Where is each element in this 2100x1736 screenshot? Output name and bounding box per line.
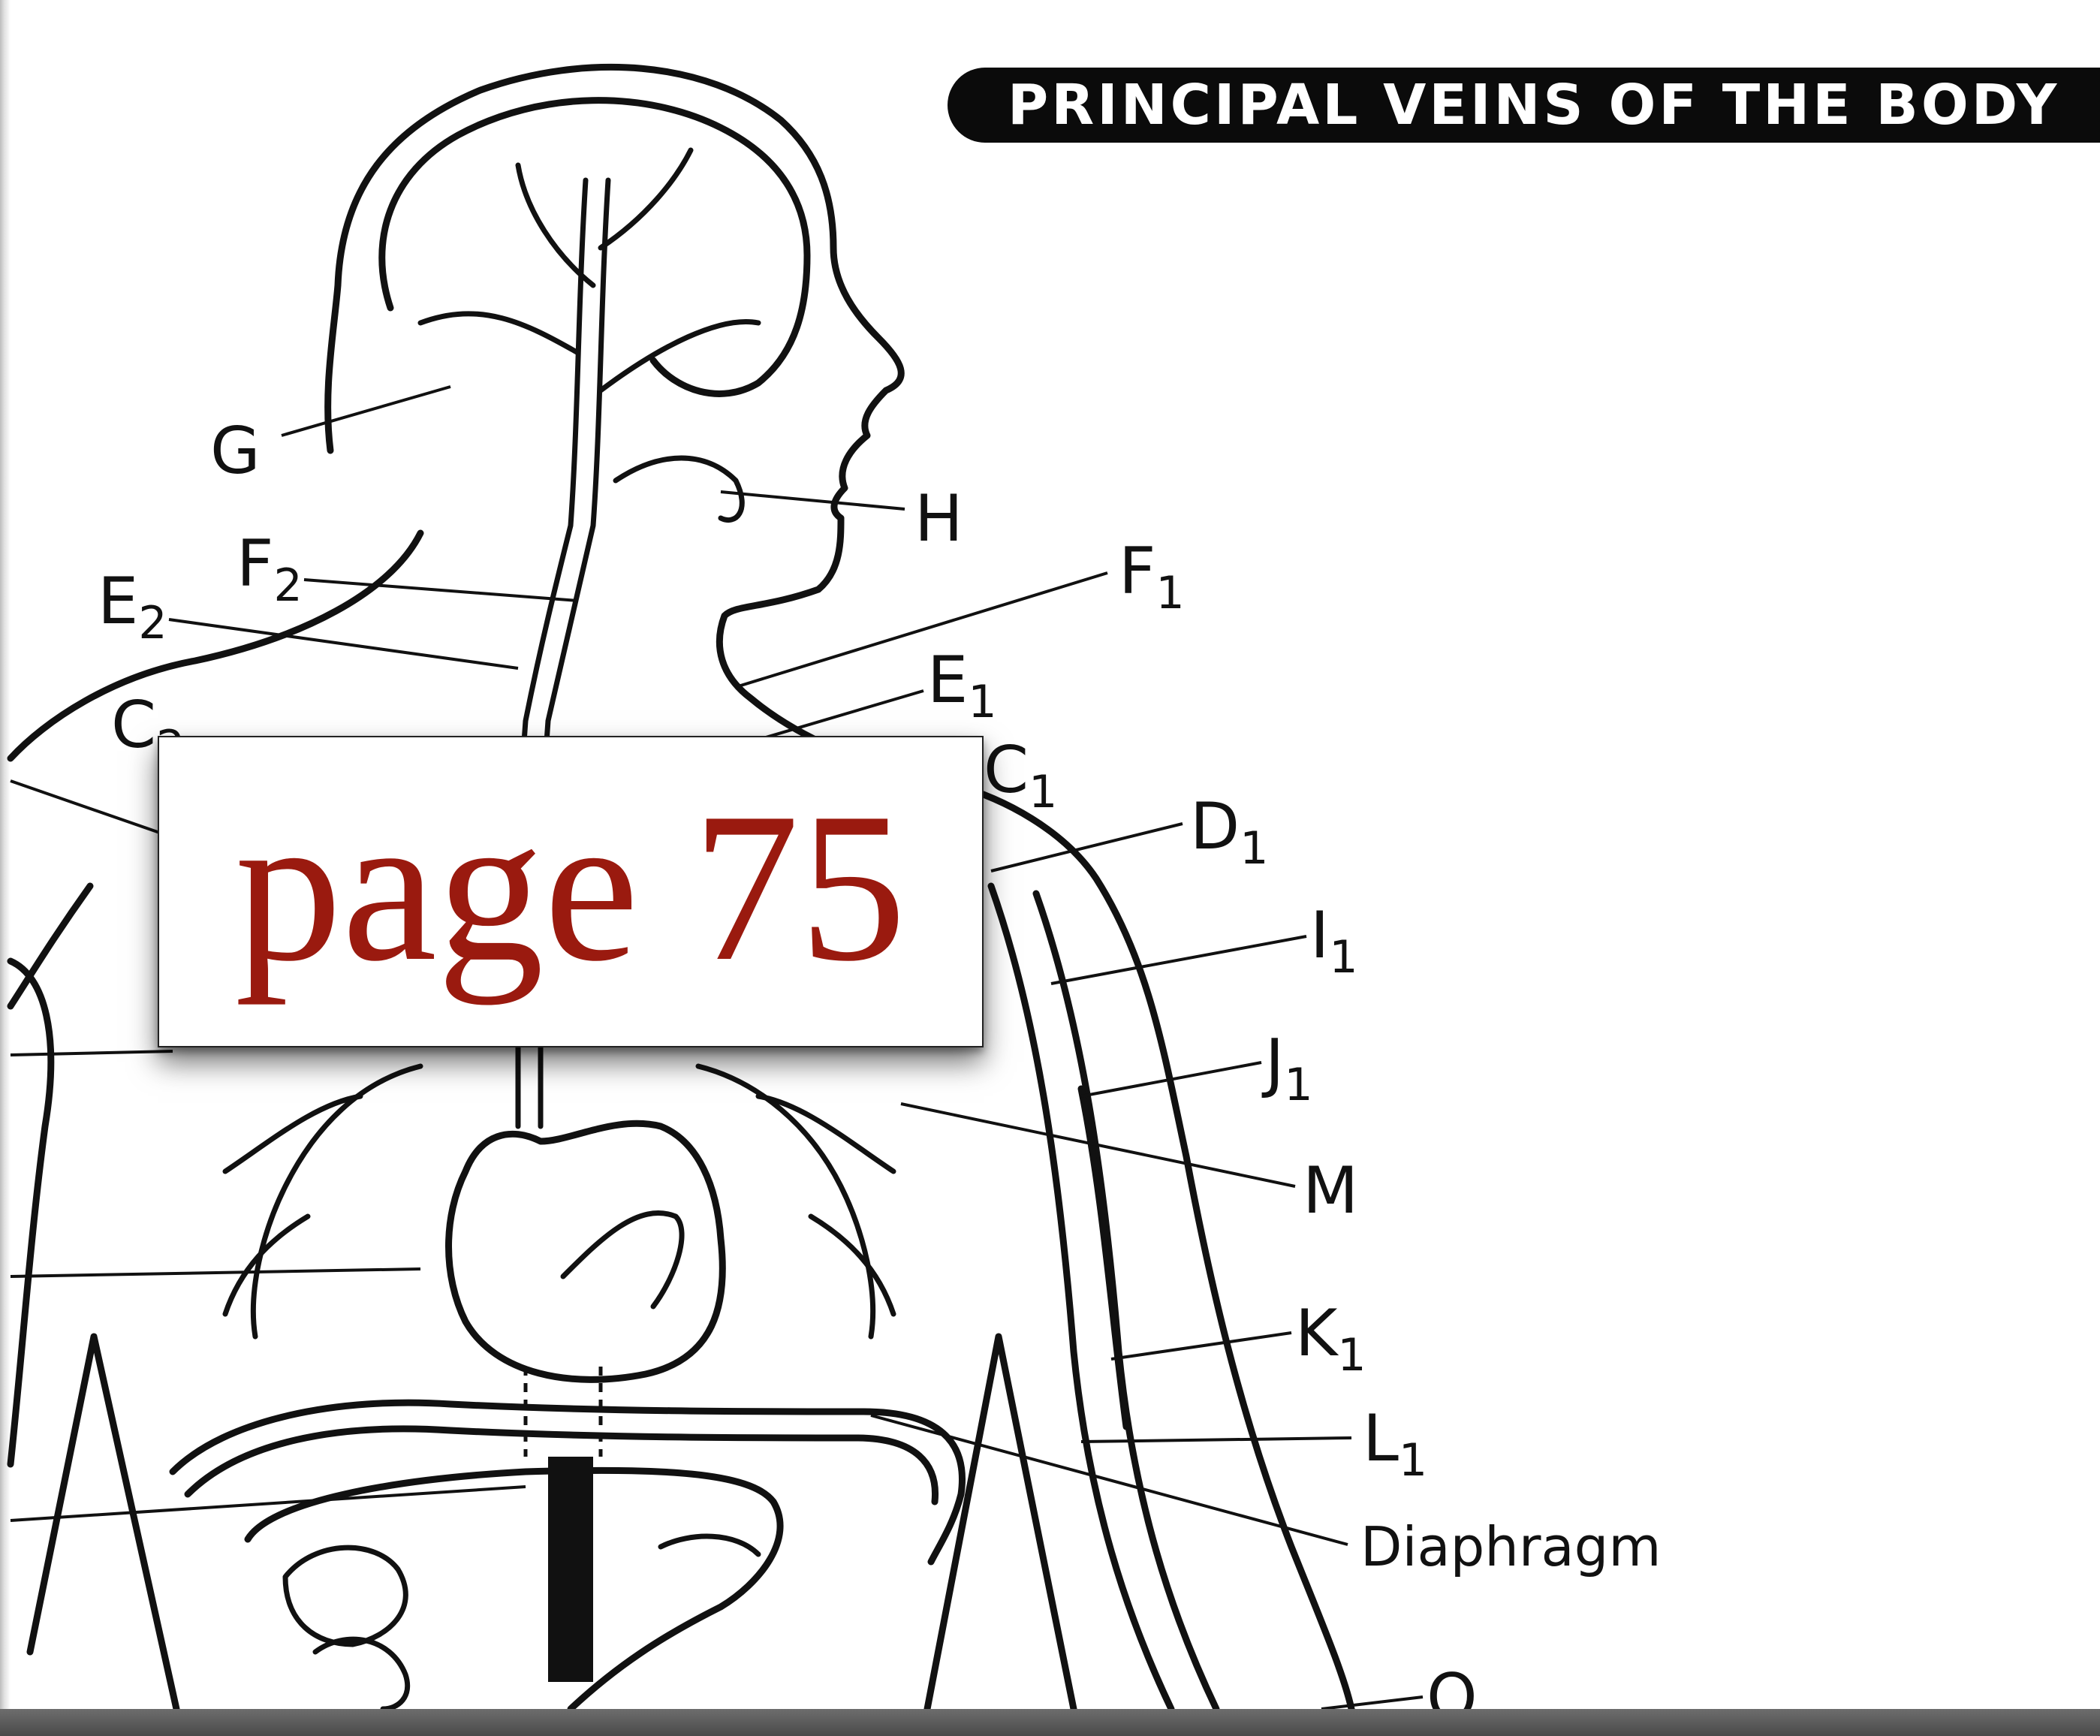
label-i1: I1 <box>1310 898 1358 984</box>
left-triangle <box>30 1337 176 1709</box>
label-l1: L1 <box>1363 1401 1427 1487</box>
label-g: G <box>210 414 261 489</box>
label-d1: D1 <box>1190 789 1268 875</box>
label-m: M <box>1303 1153 1358 1228</box>
bottom-toolbar <box>0 1709 2100 1736</box>
label-e1: E1 <box>927 643 997 728</box>
diagram-title: PRINCIPAL VEINS OF THE BODY <box>1008 73 2059 137</box>
label-f2: F2 <box>237 526 303 612</box>
page-number-label: page 75 <box>235 780 906 994</box>
page-number-overlay: page 75 <box>158 736 984 1047</box>
vena-cava-band <box>548 1457 593 1682</box>
label-c1: C1 <box>984 733 1057 818</box>
label-k1: K1 <box>1295 1296 1366 1382</box>
label-f1: F1 <box>1119 534 1185 619</box>
brain-outline <box>382 101 807 394</box>
label-j1: J1 <box>1261 1026 1313 1111</box>
label-h: H <box>914 481 963 556</box>
label-e2: E2 <box>98 564 167 649</box>
label-diaphragm: Diaphragm <box>1360 1515 1661 1578</box>
liver-outline <box>248 1470 780 1709</box>
title-banner: PRINCIPAL VEINS OF THE BODY <box>948 68 2100 143</box>
